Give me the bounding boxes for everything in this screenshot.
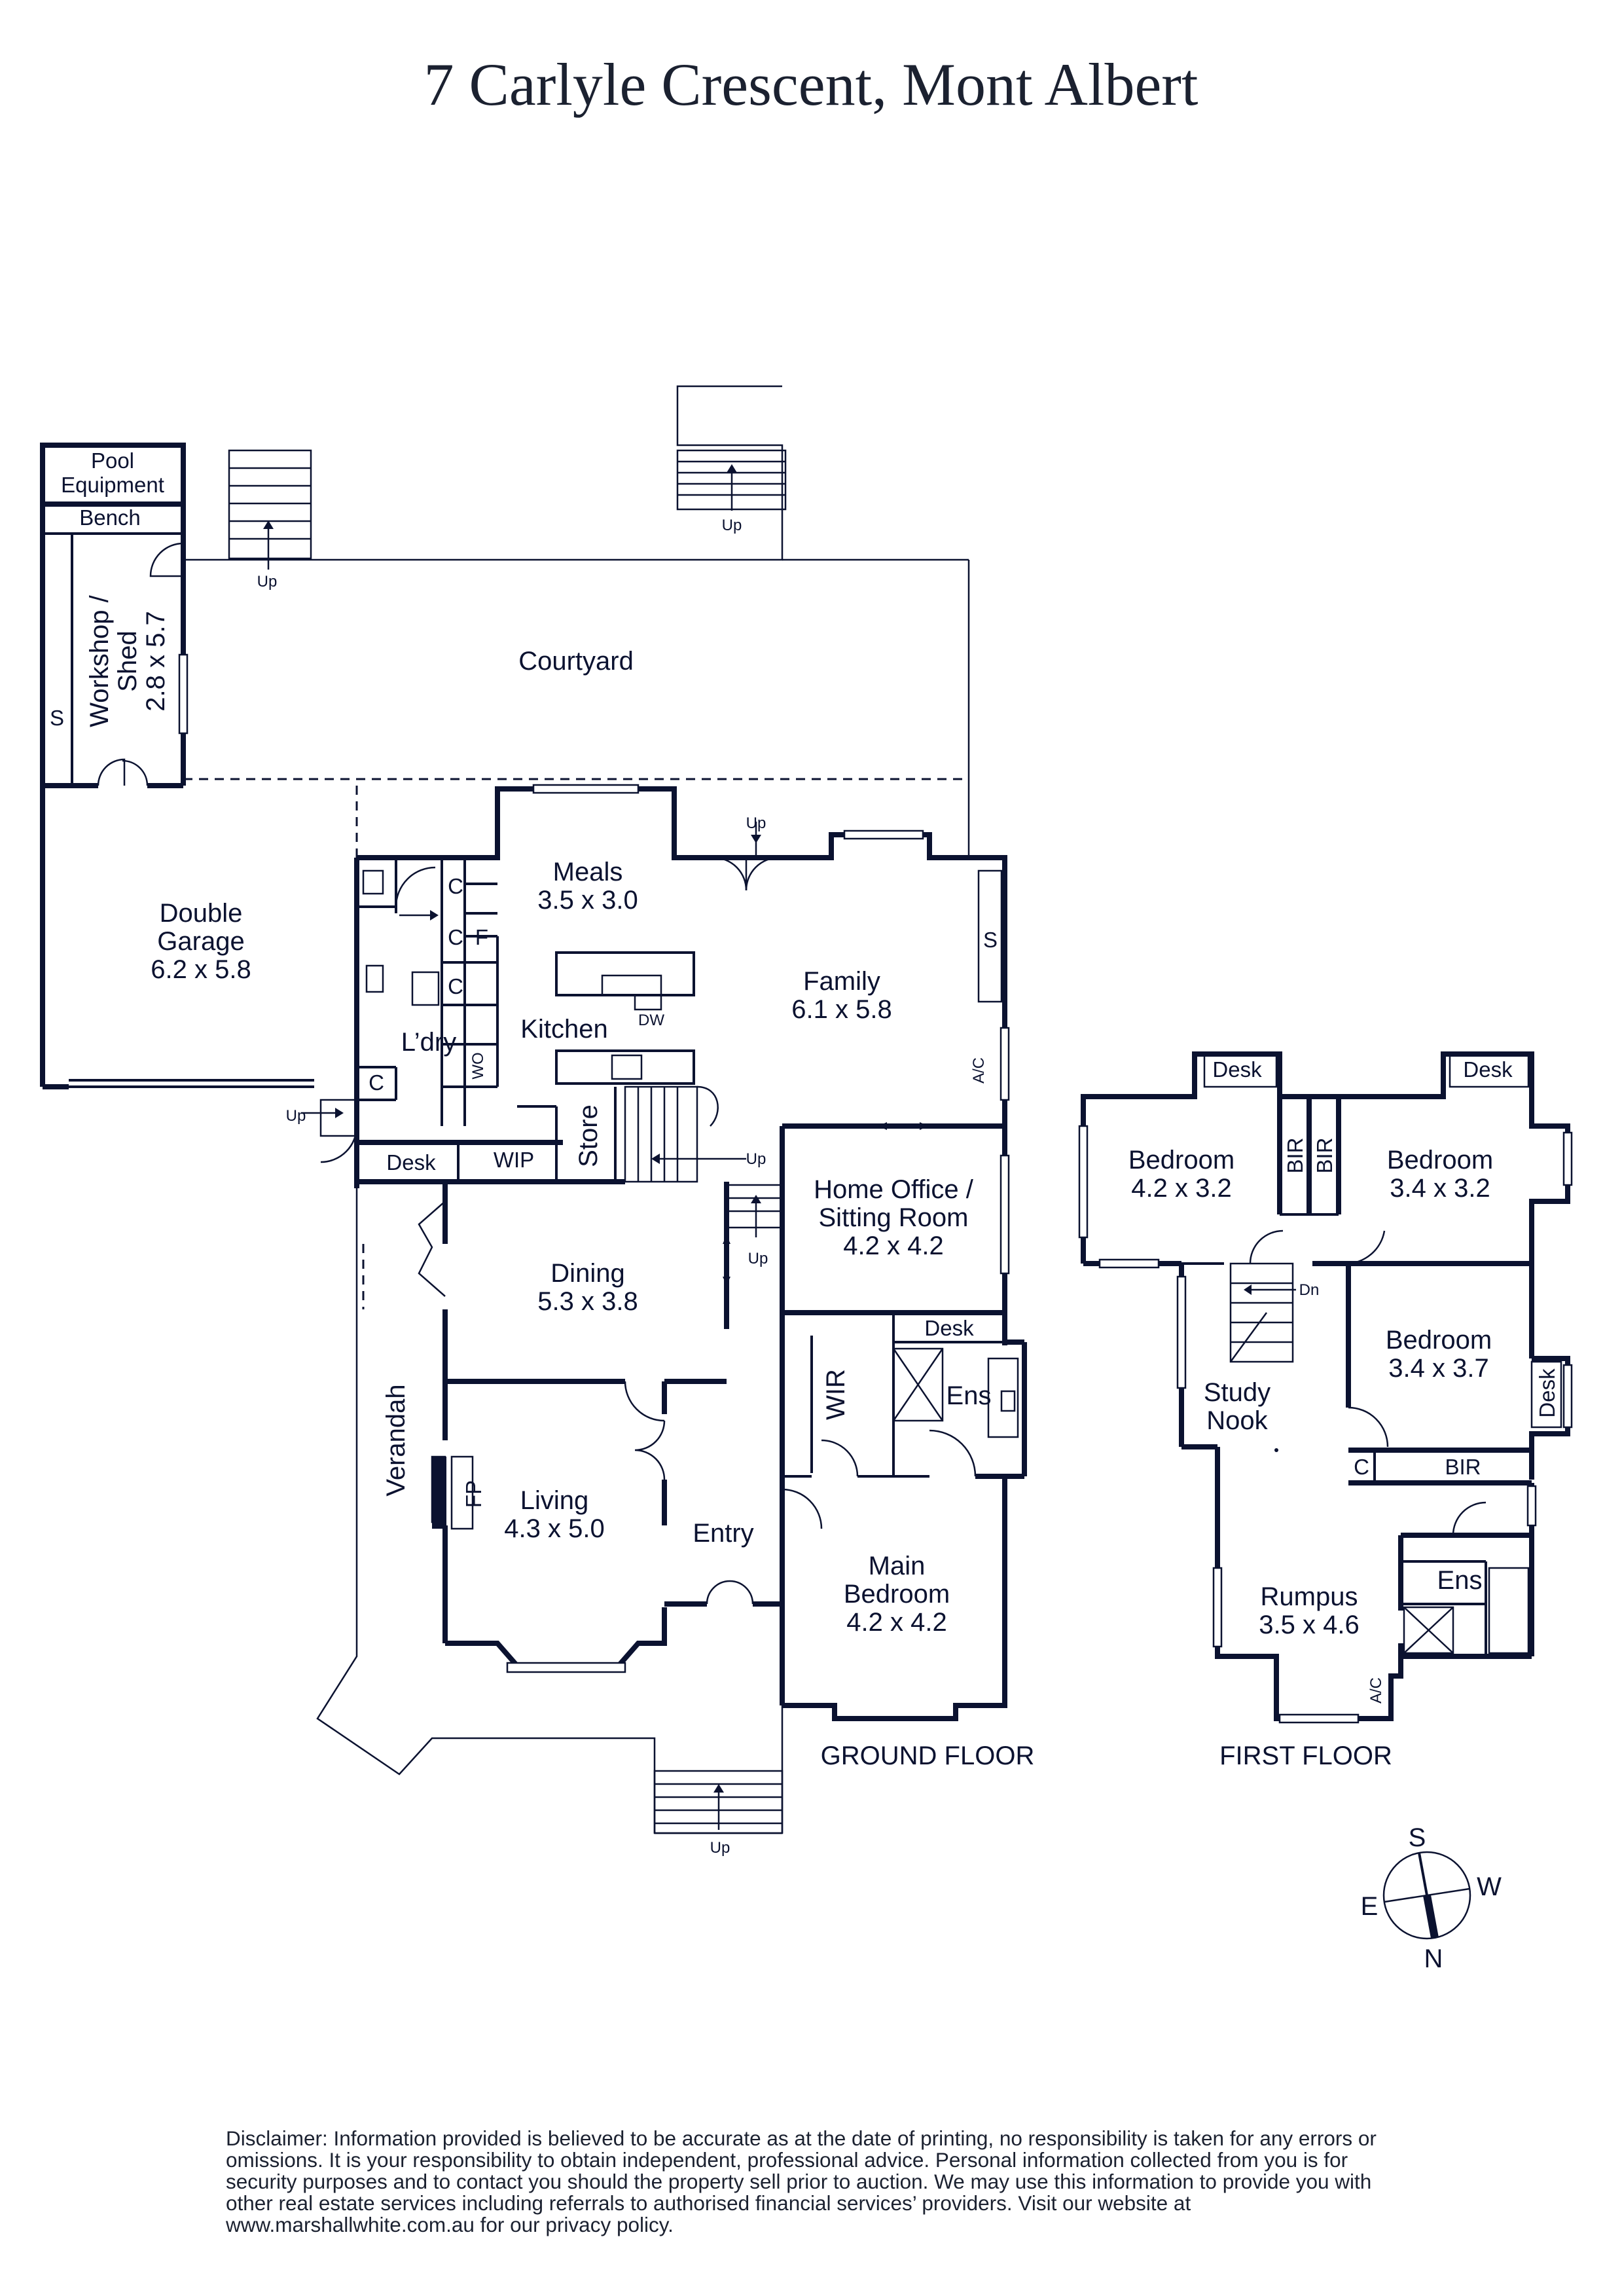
family-label: Family [803,967,880,996]
cupboard-label-4: C [369,1070,384,1095]
courtyard-steps-left [228,449,312,570]
cupboard-label-2: C [448,925,463,949]
up-label-meals: Up [746,814,766,832]
courtyard-steps-right [676,449,787,511]
bedroom3-label: Bedroom [1386,1326,1492,1355]
garage-dims: 6.2 x 5.8 [151,955,251,984]
workshop-label: Workshop / [85,594,114,727]
living-label: Living [520,1486,589,1515]
pool-equipment-label: Pool [91,448,134,473]
ground-floor-label: GROUND FLOOR [821,1741,1035,1770]
disclaimer-text: Disclaimer: Information provided is beli… [226,2126,1377,2236]
bedroom3-dims: 3.4 x 3.7 [1388,1354,1488,1383]
bir-label-2: BIR [1312,1137,1337,1173]
first-floor-plan: Desk Desk Bedroom 4.2 x 3.2 BIR BIR Bedr… [1078,1051,1573,1770]
cupboard-label-3: C [448,974,463,998]
ensuite-first-label: Ens [1437,1566,1483,1595]
bir-label-1: BIR [1283,1137,1307,1173]
main-bedroom-label: Main [869,1552,926,1580]
study-nook-label: Study [1204,1378,1271,1407]
first-floor-labels: Desk Desk Bedroom 4.2 x 3.2 BIR BIR Bedr… [1128,1057,1559,1770]
bir-label-3: BIR [1445,1455,1481,1479]
page-title: 7 Carlyle Crescent, Mont Albert [424,51,1198,118]
bedroom1-label: Bedroom [1128,1146,1235,1175]
bedroom2-label: Bedroom [1387,1146,1493,1175]
bedroom2-dims: 3.4 x 3.2 [1390,1174,1490,1203]
desk-label-bedroom3: Desk [1535,1368,1559,1418]
courtyard-label: Courtyard [518,647,634,676]
dining-label: Dining [550,1259,624,1288]
dining-dims: 5.3 x 3.8 [537,1287,638,1316]
kitchen-label: Kitchen [520,1015,607,1044]
first-floor-label: FIRST FLOOR [1219,1741,1392,1770]
office-desk-label: Desk [924,1316,974,1340]
courtyard-outline [183,385,970,858]
ground-floor-plan: Pool Equipment Bench Workshop / Shed 2.8… [40,385,1034,1857]
ground-floor-labels: Pool Equipment Bench Workshop / Shed 2.8… [50,448,1034,1857]
ensuite-label: Ens [946,1381,992,1410]
desk-label: Desk [386,1150,436,1175]
desk-label-bedroom2: Desk [1463,1057,1513,1082]
garage-label-2: Garage [157,927,244,956]
home-office-dims: 4.2 x 4.2 [843,1231,943,1260]
desk-label-bedroom1: Desk [1212,1057,1262,1082]
main-bedroom-label-2: Bedroom [844,1580,950,1609]
family-shelf-label: S [983,928,998,952]
compass-east: E [1361,1892,1379,1921]
garage-label: Double [160,899,243,928]
meals-label: Meals [553,858,623,886]
compass: S W E N [1361,1823,1502,1973]
family-dims: 6.1 x 5.8 [791,995,892,1024]
compass-north: N [1424,1944,1443,1973]
bench-label: Bench [79,505,141,530]
entry-label: Entry [693,1519,753,1548]
workshop-shelf-label: S [50,706,64,730]
rumpus-label: Rumpus [1261,1582,1358,1611]
fridge-label: F [475,925,488,949]
pool-equipment-label-2: Equipment [61,473,164,497]
living-dims: 4.3 x 5.0 [504,1514,604,1543]
home-office-label: Home Office / [814,1175,974,1204]
home-office-label-2: Sitting Room [819,1203,969,1232]
family-ac-label: A/C [970,1057,988,1084]
workshop-dims: 2.8 x 5.7 [141,611,170,711]
up-label-courtyard-right: Up [722,517,742,534]
study-nook-label-2: Nook [1206,1406,1268,1435]
rumpus-dims: 3.5 x 4.6 [1259,1611,1359,1639]
workshop-label-2: Shed [113,630,142,691]
main-house-walls [301,784,1027,1834]
main-bedroom-dims: 4.2 x 4.2 [846,1608,946,1637]
verandah-label: Verandah [382,1384,410,1496]
up-label-front: Up [710,1839,730,1857]
workshop-garage-walls [40,443,314,1089]
compass-west: W [1477,1872,1502,1901]
up-label-laundry: Up [286,1107,306,1125]
walk-in-robe-label: WIR [821,1369,850,1420]
dishwasher-label: DW [638,1011,664,1029]
up-label-stairs: Up [746,1150,766,1168]
rumpus-ac-label: A/C [1367,1677,1385,1704]
cupboard-label-1: C [448,874,463,898]
compass-south: S [1409,1823,1426,1852]
down-label: Dn [1299,1281,1320,1299]
linen-cupboard-label: C [1354,1455,1369,1479]
fireplace-label: FP [461,1480,486,1508]
wall-oven-label: WO [469,1052,487,1079]
up-label-courtyard-left: Up [257,573,278,591]
laundry-label: L’dry [401,1028,457,1057]
up-label-garden: Up [748,1250,768,1267]
walk-in-pantry-label: WIP [494,1148,534,1172]
store-label: Store [574,1104,603,1167]
bedroom1-dims: 4.2 x 3.2 [1131,1174,1231,1203]
meals-dims: 3.5 x 3.0 [537,886,638,915]
first-floor-walls [1078,1051,1573,1724]
